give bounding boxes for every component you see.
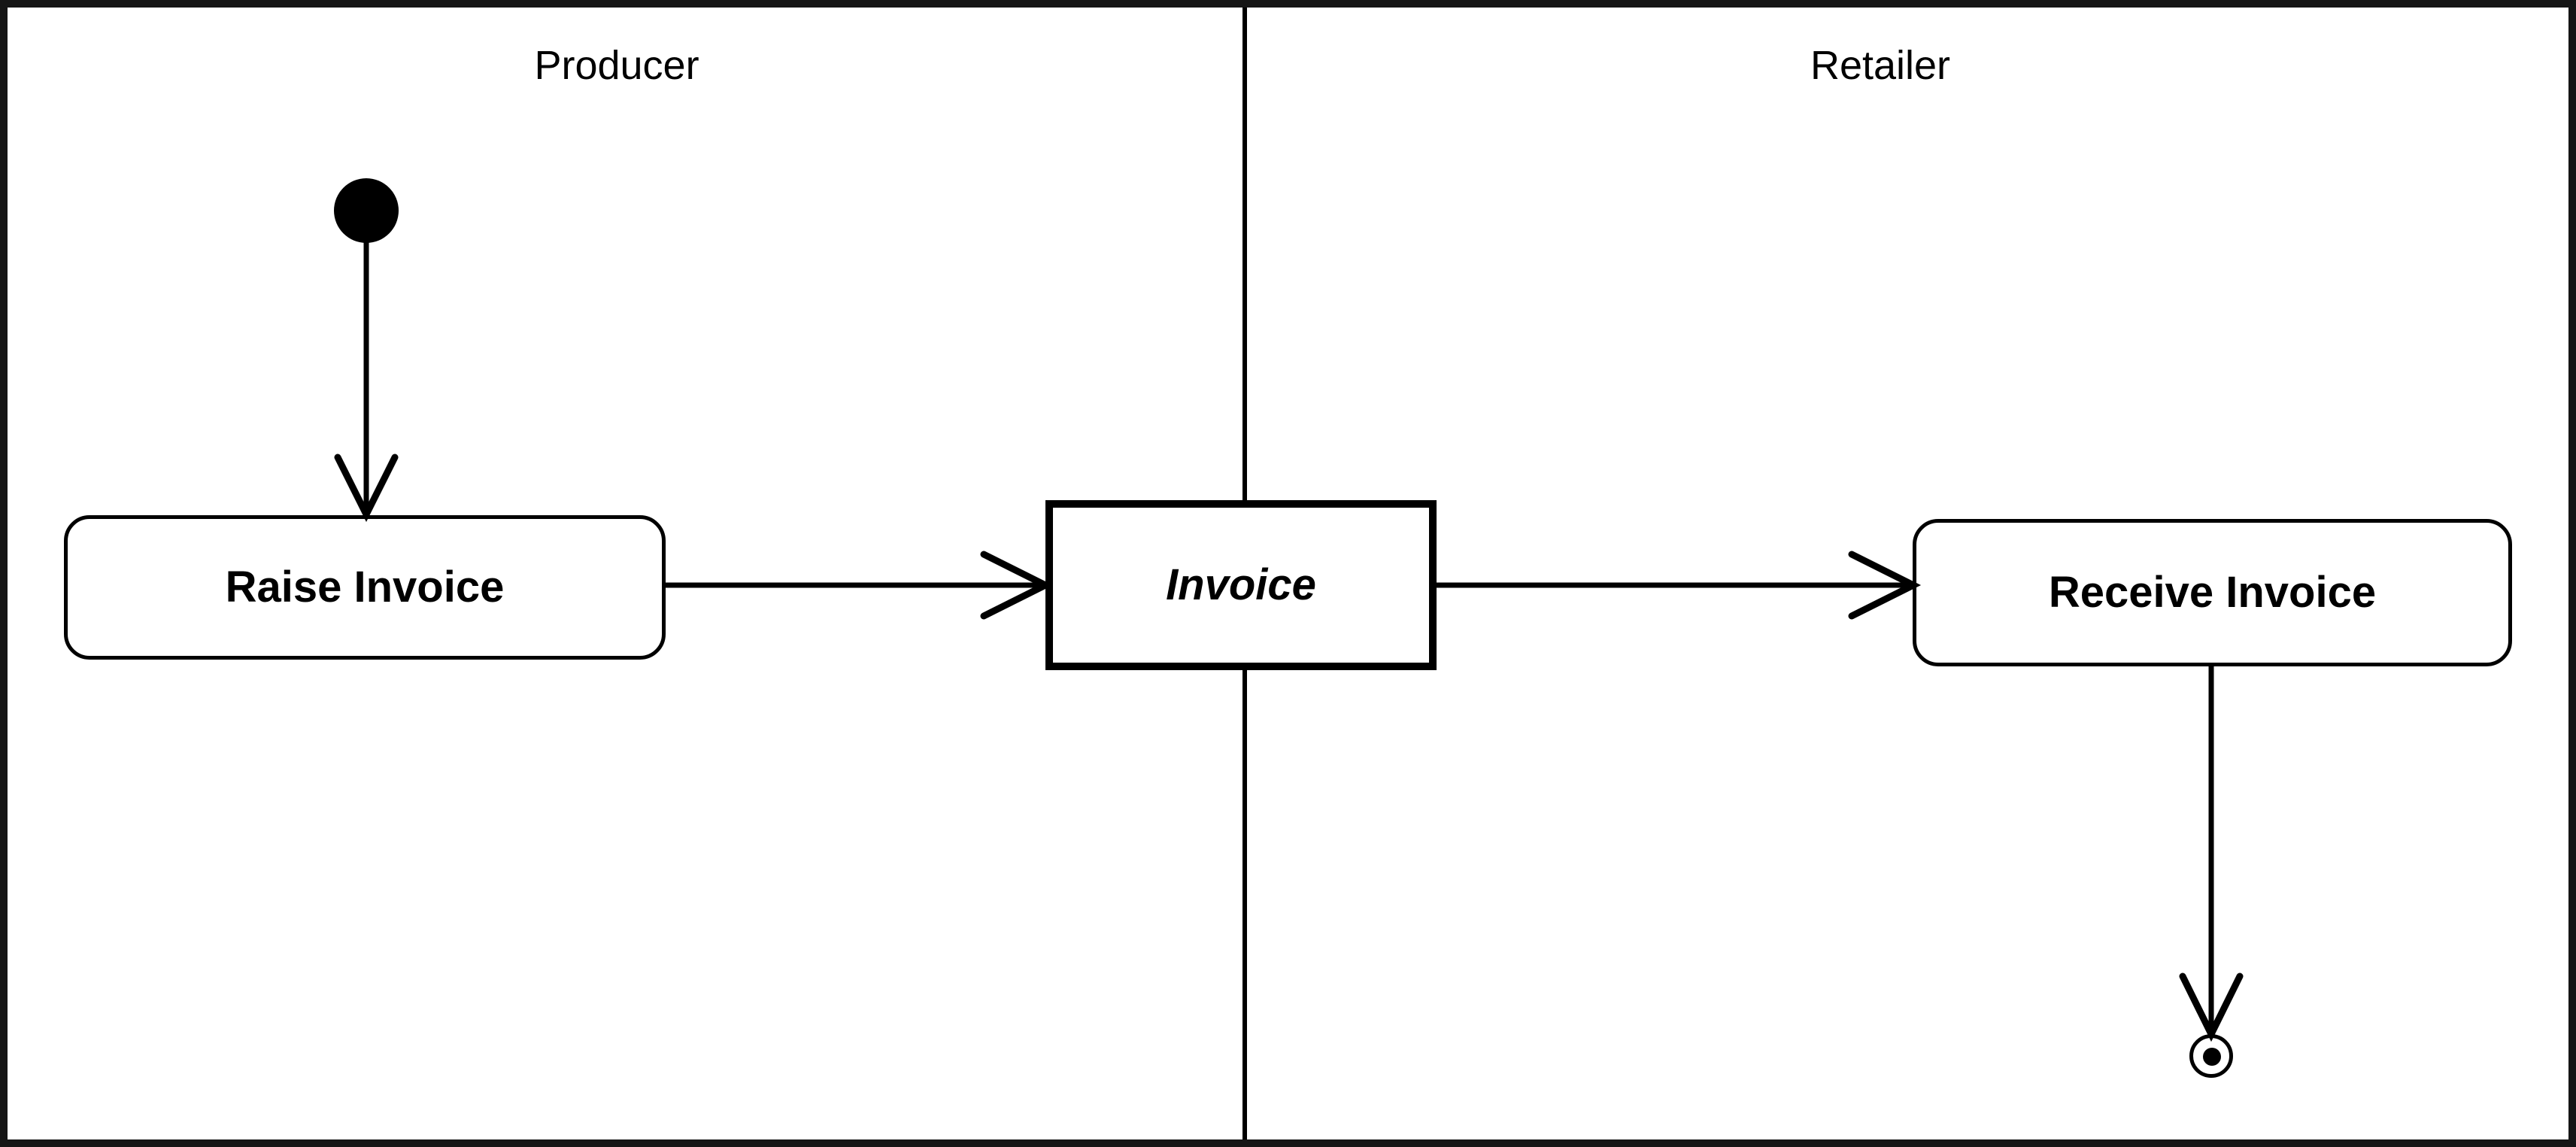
activity-node-receive-invoice[interactable]: Receive Invoice [1913, 519, 2512, 666]
initial-node[interactable] [334, 178, 399, 243]
object-label-invoice: Invoice [1166, 560, 1316, 609]
object-node-invoice[interactable]: Invoice [1045, 500, 1437, 670]
activity-label-receive-invoice: Receive Invoice [2048, 568, 2377, 617]
final-node[interactable] [2189, 1034, 2233, 1078]
swimlane-label-retailer: Retailer [1810, 43, 1951, 88]
swimlane-label-producer: Producer [534, 43, 699, 88]
final-node-inner-dot [2203, 1048, 2221, 1066]
activity-label-raise-invoice: Raise Invoice [225, 563, 505, 611]
activity-node-raise-invoice[interactable]: Raise Invoice [64, 515, 666, 660]
